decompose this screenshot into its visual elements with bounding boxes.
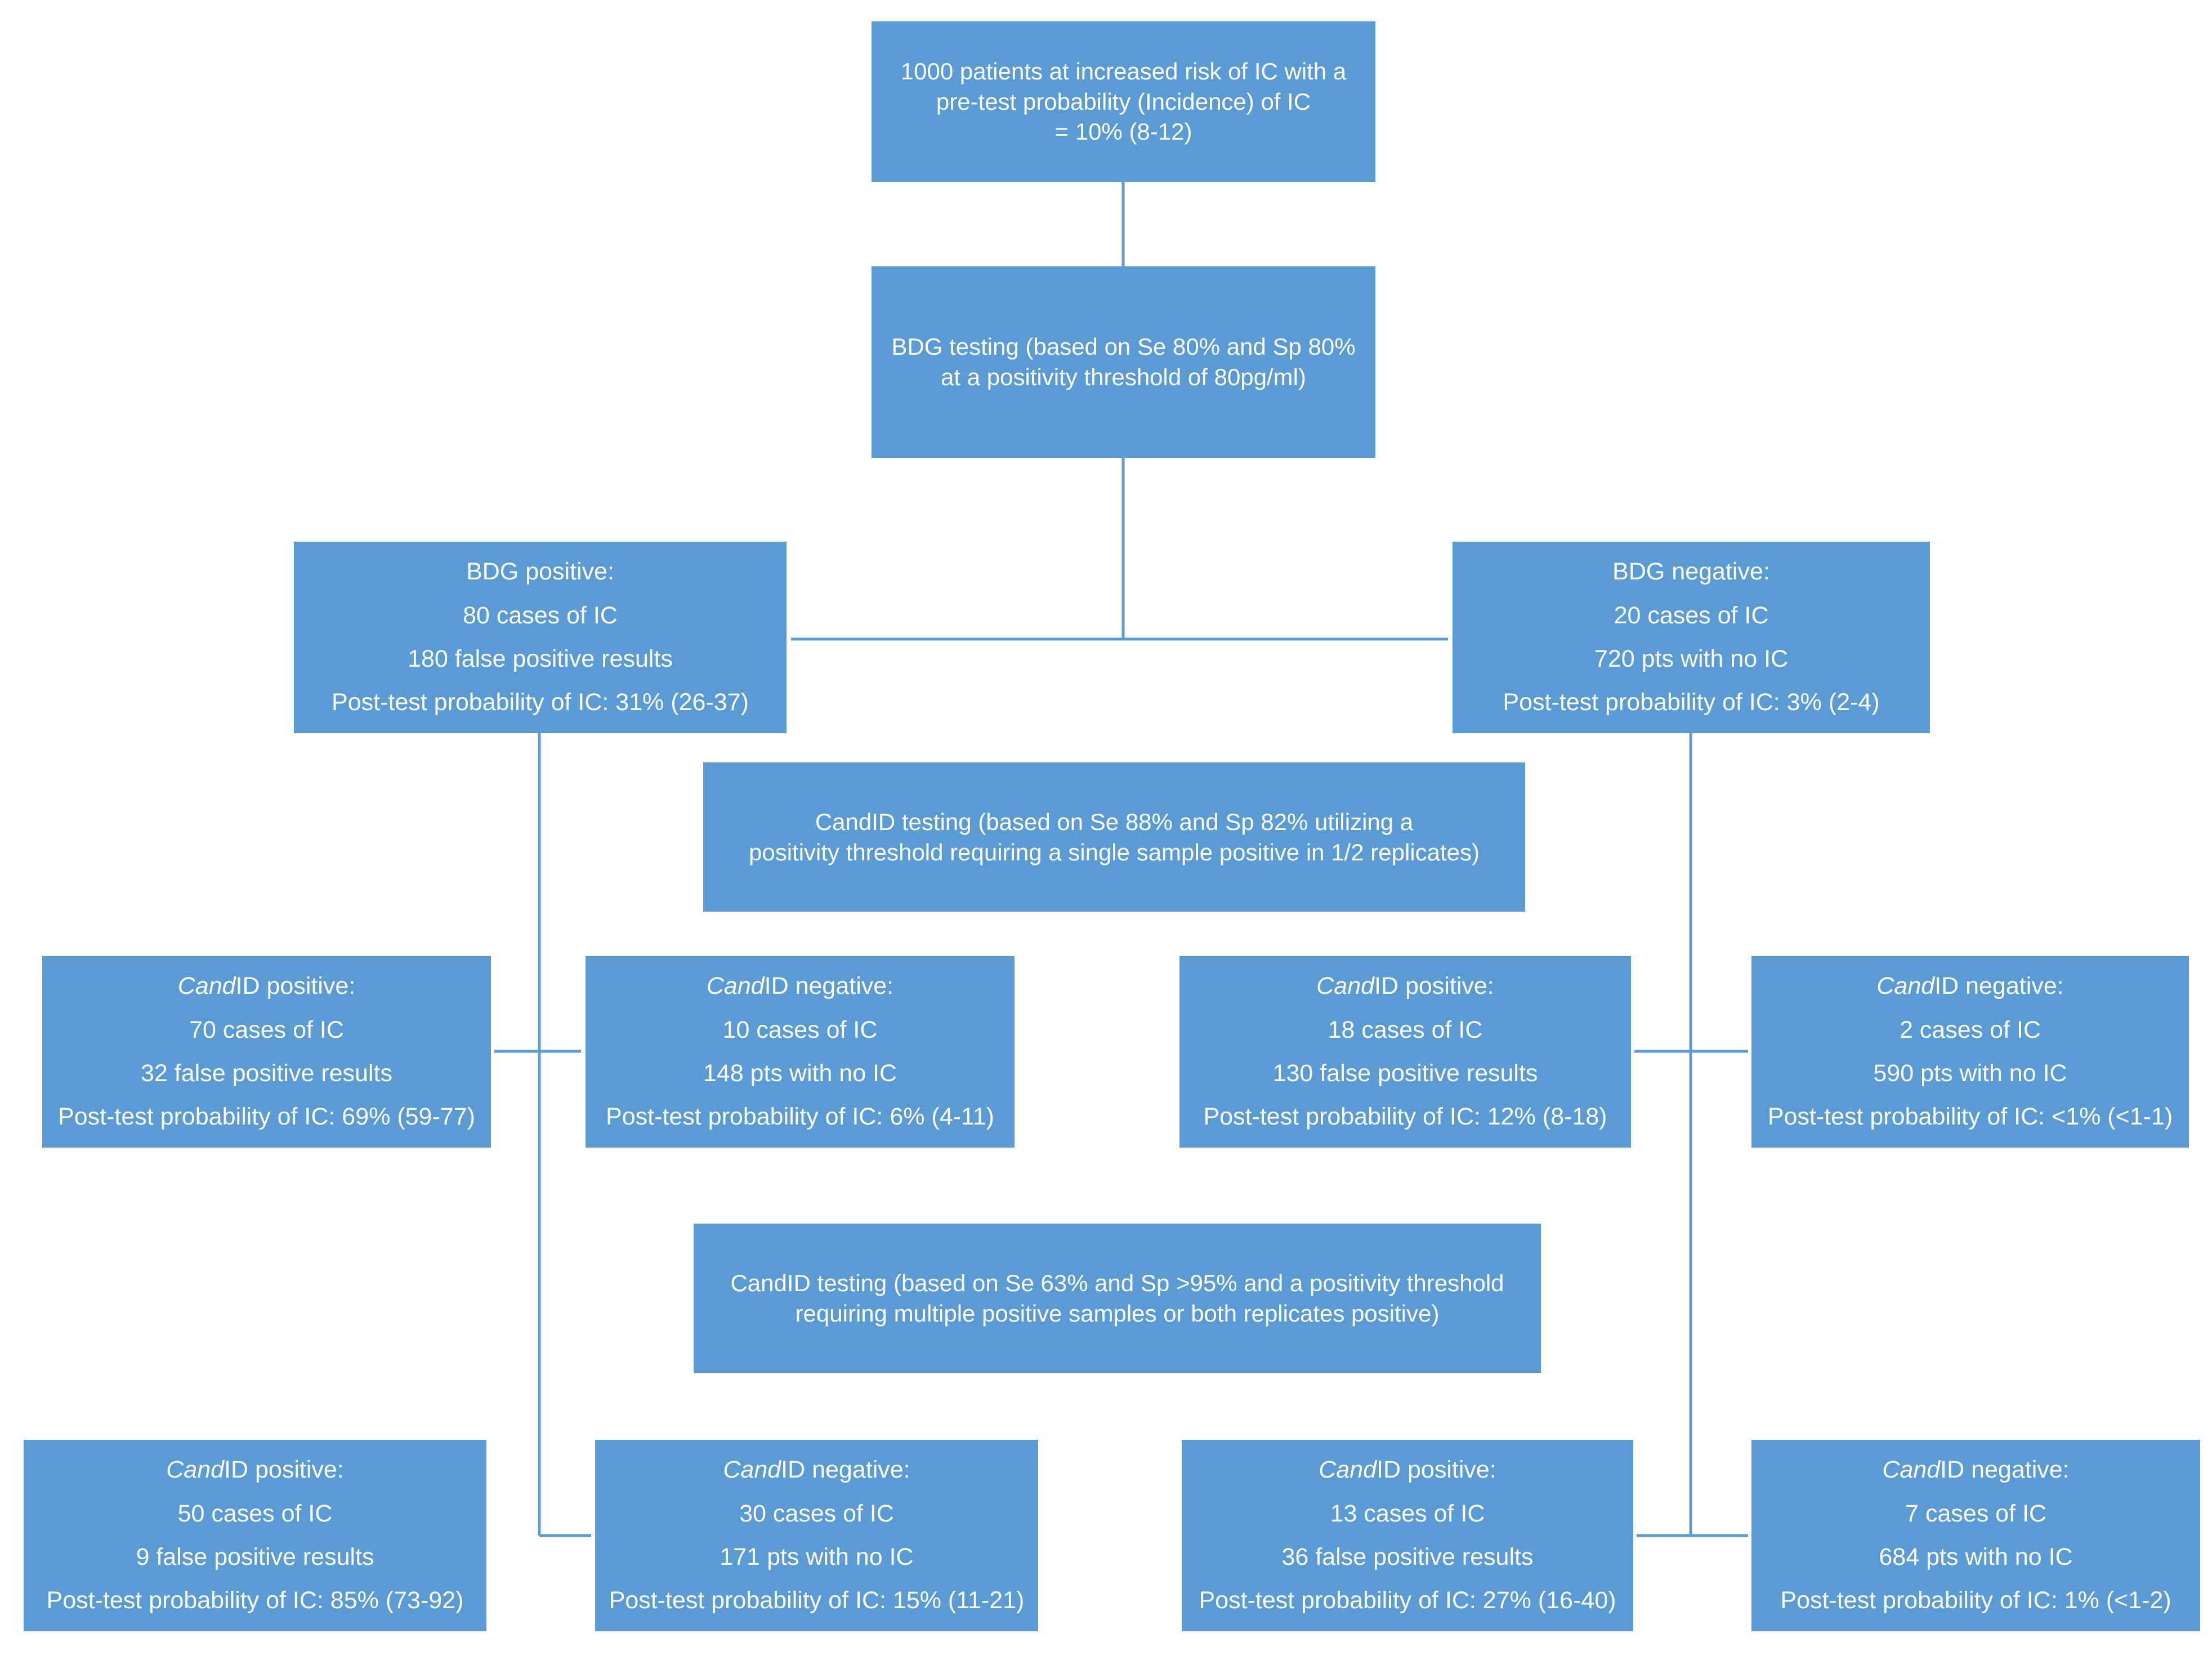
t2-bdgpos-candid-negative-probability: Post-test probability of IC: 15% (11-21) <box>609 1587 1025 1614</box>
t2-bdgpos-candid-positive-false: 9 false positive results <box>136 1543 374 1570</box>
population-box: 1000 patients at increased risk of IC wi… <box>872 21 1375 182</box>
t1-bdgpos-candid-negative-cases: 10 cases of IC <box>722 1016 878 1043</box>
bdg-positive-box: BDG positive: 80 cases of IC 180 false p… <box>294 542 787 733</box>
t1-bdgpos-candid-positive-false: 32 false positive results <box>141 1060 392 1087</box>
t1-bdgpos-candid-negative-probability: Post-test probability of IC: 6% (4-11) <box>606 1103 994 1131</box>
t2-bdgneg-candid-negative-cases: 7 cases of IC <box>1905 1500 2046 1527</box>
t2-bdgneg-candid-positive-probability: Post-test probability of IC: 27% (16-40) <box>1199 1587 1616 1614</box>
t1-bdgpos-candid-negative-title: CandID negative: <box>706 972 894 1000</box>
candid-testing-1-line-2: positivity threshold requiring a single … <box>749 838 1480 865</box>
t1-bdgneg-candid-negative-no-ic: 590 pts with no IC <box>1873 1060 2067 1087</box>
t1-bdgpos-candid-positive-title: CandID positive: <box>177 972 356 1000</box>
t1-bdgpos-candid-positive-probability: Post-test probability of IC: 69% (59-77) <box>58 1103 475 1131</box>
candid-testing-2-box: CandID testing (based on Se 63% and Sp >… <box>694 1224 1541 1373</box>
t2-bdgpos-candid-negative-cases: 30 cases of IC <box>739 1500 894 1527</box>
bdg-testing-line-2: at a positivity threshold of 80pg/ml) <box>941 364 1306 390</box>
bdg-testing-line-1: BDG testing (based on Se 80% and Sp 80% <box>891 333 1356 360</box>
t1-bdgneg-candid-positive-cases: 18 cases of IC <box>1328 1016 1483 1043</box>
bdg-positive-title: BDG positive: <box>466 558 614 586</box>
candid-testing-1-line-1: CandID testing (based on Se 88% and Sp 8… <box>815 808 1414 835</box>
candid-testing-2-line-2: requiring multiple positive samples or b… <box>795 1300 1440 1327</box>
t1-bdgneg-candid-positive-false: 130 false positive results <box>1272 1060 1538 1087</box>
t1-bdgneg-candid-positive-box: CandID positive: 18 cases of IC 130 fals… <box>1179 956 1631 1148</box>
t2-bdgpos-candid-positive-box: CandID positive: 50 cases of IC 9 false … <box>24 1440 486 1631</box>
bdg-negative-cases: 20 cases of IC <box>1614 601 1769 629</box>
bdg-testing-box: BDG testing (based on Se 80% and Sp 80% … <box>872 266 1375 458</box>
t1-bdgneg-candid-negative-title: CandID negative: <box>1876 972 2064 1000</box>
t1-bdgpos-candid-positive-box: CandID positive: 70 cases of IC 32 false… <box>42 956 491 1148</box>
bdg-negative-probability: Post-test probability of IC: 3% (2-4) <box>1503 689 1880 716</box>
t2-bdgpos-candid-negative-box: CandID negative: 30 cases of IC 171 pts … <box>595 1440 1038 1631</box>
t2-bdgneg-candid-negative-no-ic: 684 pts with no IC <box>1879 1543 2073 1570</box>
t1-bdgpos-candid-negative-box: CandID negative: 10 cases of IC 148 pts … <box>586 956 1015 1148</box>
t1-bdgneg-candid-positive-title: CandID positive: <box>1316 972 1494 1000</box>
population-line-1: 1000 patients at increased risk of IC wi… <box>900 57 1347 84</box>
t2-bdgpos-candid-negative-title: CandID negative: <box>723 1456 910 1484</box>
bdg-positive-cases: 80 cases of IC <box>463 601 618 629</box>
t2-bdgneg-candid-negative-box: CandID negative: 7 cases of IC 684 pts w… <box>1751 1440 2200 1631</box>
t2-bdgpos-candid-negative-no-ic: 171 pts with no IC <box>720 1543 914 1570</box>
bdg-positive-probability: Post-test probability of IC: 31% (26-37) <box>332 689 749 716</box>
t1-bdgneg-candid-negative-box: CandID negative: 2 cases of IC 590 pts w… <box>1751 956 2189 1148</box>
t2-bdgneg-candid-negative-probability: Post-test probability of IC: 1% (<1-2) <box>1780 1587 2171 1614</box>
t2-bdgneg-candid-positive-box: CandID positive: 13 cases of IC 36 false… <box>1182 1440 1633 1631</box>
candid-testing-2-line-1: CandID testing (based on Se 63% and Sp >… <box>730 1269 1504 1296</box>
population-line-2: pre-test probability (Incidence) of IC <box>936 88 1311 115</box>
bdg-negative-title: BDG negative: <box>1612 558 1770 586</box>
t1-bdgneg-candid-positive-probability: Post-test probability of IC: 12% (8-18) <box>1203 1103 1607 1131</box>
t2-bdgneg-candid-negative-title: CandID negative: <box>1882 1456 2070 1484</box>
t2-bdgpos-candid-positive-cases: 50 cases of IC <box>177 1500 333 1527</box>
population-line-3: = 10% (8-12) <box>1054 118 1192 145</box>
t2-bdgpos-candid-positive-title: CandID positive: <box>166 1456 344 1484</box>
t1-bdgneg-candid-negative-cases: 2 cases of IC <box>1900 1016 2041 1043</box>
candid-testing-1-box: CandID testing (based on Se 88% and Sp 8… <box>703 762 1525 912</box>
bdg-negative-no-ic: 720 pts with no IC <box>1594 645 1789 672</box>
bdg-positive-false-results: 180 false positive results <box>408 645 673 672</box>
t1-bdgpos-candid-positive-cases: 70 cases of IC <box>189 1016 344 1043</box>
t2-bdgneg-candid-positive-title: CandID positive: <box>1319 1456 1496 1484</box>
t1-bdgneg-candid-negative-probability: Post-test probability of IC: <1% (<1-1) <box>1767 1103 2173 1131</box>
t1-bdgpos-candid-negative-no-ic: 148 pts with no IC <box>703 1060 897 1087</box>
t2-bdgneg-candid-positive-false: 36 false positive results <box>1281 1543 1534 1570</box>
bdg-negative-box: BDG negative: 20 cases of IC 720 pts wit… <box>1453 542 1930 733</box>
t2-bdgneg-candid-positive-cases: 13 cases of IC <box>1330 1500 1485 1527</box>
t2-bdgpos-candid-positive-probability: Post-test probability of IC: 85% (73-92) <box>46 1587 464 1614</box>
